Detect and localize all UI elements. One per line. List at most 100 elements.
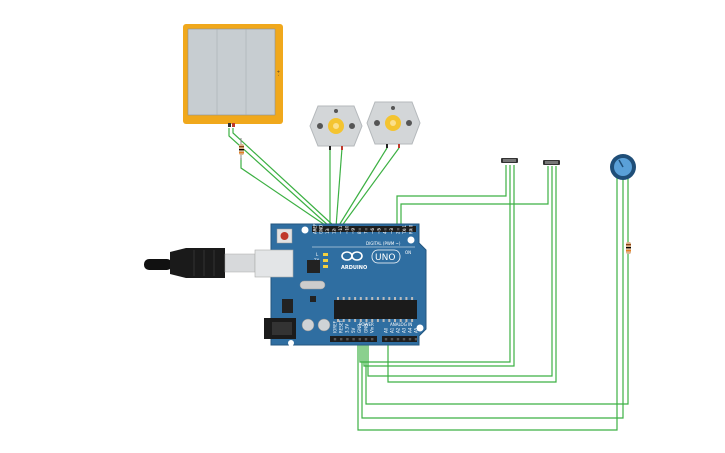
pin-label: TX 1: [402, 225, 407, 235]
led-tx: [323, 259, 328, 262]
chip-leg: [359, 319, 362, 322]
atmega-chip: [334, 300, 417, 319]
header-pin[interactable]: [345, 228, 349, 231]
pin-label: ~10: [344, 225, 349, 234]
header-pin[interactable]: [377, 228, 381, 231]
wire-motor-r2[interactable]: [340, 147, 400, 228]
photoresistor-left[interactable]: [501, 158, 518, 163]
reset-button-cap[interactable]: [280, 232, 289, 240]
solar-terminal[interactable]: [228, 123, 231, 127]
dc-motor-left[interactable]: [309, 105, 363, 150]
usb-b-port[interactable]: [254, 249, 294, 278]
motor-screw: [317, 123, 323, 129]
header-pin[interactable]: [402, 338, 406, 341]
chip-leg: [348, 319, 351, 322]
chip-leg: [394, 297, 396, 300]
header-pin[interactable]: [371, 338, 374, 341]
chip-leg: [365, 319, 368, 322]
wire-ldr-left-a[interactable]: [396, 165, 507, 227]
header-pin[interactable]: [340, 338, 343, 341]
digital-header[interactable]: [312, 226, 416, 232]
header-pin[interactable]: [365, 228, 368, 231]
wire-motor-r1[interactable]: [337, 147, 388, 228]
header-pin[interactable]: [358, 228, 361, 231]
motor-terminal[interactable]: [386, 144, 388, 148]
header-pin[interactable]: [396, 338, 400, 341]
power-label: POWER: [359, 322, 374, 327]
motor-screw: [391, 106, 395, 110]
header-pin[interactable]: [390, 228, 393, 231]
chip-leg: [354, 319, 357, 322]
motor-terminal[interactable]: [329, 146, 331, 150]
header-pin[interactable]: [409, 228, 413, 231]
mounting-hole: [301, 226, 309, 234]
header-pin[interactable]: [313, 228, 317, 231]
header-pin[interactable]: [414, 338, 418, 341]
header-pin[interactable]: [384, 338, 388, 341]
pin-label: ~5: [376, 228, 381, 234]
pin-label: RESET: [339, 320, 344, 333]
header-pin[interactable]: [333, 228, 336, 231]
wire-motor-l2[interactable]: [335, 147, 343, 228]
header-pin[interactable]: [403, 228, 406, 231]
solar-panel-terminal-label: + -: [276, 70, 281, 77]
motor-shaft: [333, 123, 339, 129]
pin-label: 5V: [351, 327, 356, 333]
chip-leg: [376, 297, 379, 300]
chip-leg: [348, 297, 351, 300]
header-pin[interactable]: [397, 228, 400, 231]
pin-label: GND: [363, 324, 368, 333]
header-pin[interactable]: [384, 228, 387, 231]
wire-resistor[interactable]: [240, 158, 329, 228]
chip-leg: [337, 297, 339, 300]
resistor-solar[interactable]: [239, 138, 244, 160]
dc-motor-right[interactable]: [366, 101, 421, 148]
wire-solar-2[interactable]: [232, 128, 336, 228]
pin-label: A5: [413, 327, 418, 333]
small-ic: [310, 296, 316, 302]
header-pin[interactable]: [390, 338, 394, 341]
motor-terminal[interactable]: [341, 146, 343, 150]
wire-ldr-left-b[interactable]: [359, 165, 511, 363]
resistor-pot[interactable]: [626, 242, 631, 254]
header-pin[interactable]: [333, 338, 337, 341]
wire-ldr-right-c[interactable]: [387, 166, 557, 383]
solar-panel[interactable]: + -: [183, 24, 283, 127]
header-pin[interactable]: [364, 338, 368, 341]
pin-label: ~11: [338, 225, 343, 234]
model-label: UNO: [375, 253, 395, 263]
analog-header[interactable]: [382, 336, 417, 342]
wire-ldr-left-c[interactable]: [363, 165, 515, 367]
chip-leg: [399, 297, 402, 300]
potentiometer[interactable]: [610, 154, 636, 180]
motor-screw: [374, 120, 380, 126]
header-pin[interactable]: [346, 338, 349, 341]
wire-ldr-right-a[interactable]: [400, 166, 549, 227]
wire-ldr-right-b[interactable]: [367, 166, 553, 377]
header-pin[interactable]: [358, 338, 361, 341]
capacitor: [317, 318, 331, 332]
arduino-logo: ARDUINO: [341, 251, 367, 271]
motor-terminal[interactable]: [398, 144, 400, 148]
wire-solar-1[interactable]: [228, 128, 331, 228]
header-pin[interactable]: [371, 228, 374, 231]
capacitor: [301, 318, 315, 332]
pin-label: A4: [407, 327, 412, 333]
header-pin[interactable]: [326, 228, 329, 231]
header-pin[interactable]: [352, 338, 355, 341]
wire-pot-c[interactable]: [365, 178, 629, 405]
pin-label: 12: [332, 228, 337, 234]
usb-cable[interactable]: [144, 248, 256, 278]
photoresistor-right[interactable]: [543, 160, 560, 165]
resistor-band: [239, 152, 244, 154]
wire-pot-b[interactable]: [361, 178, 624, 419]
header-pin[interactable]: [408, 338, 412, 341]
chip-leg: [342, 319, 345, 322]
header-pin[interactable]: [352, 228, 355, 231]
wire-pot-a[interactable]: [357, 178, 618, 431]
header-pin[interactable]: [339, 228, 342, 231]
solar-terminal[interactable]: [232, 123, 235, 127]
header-pin[interactable]: [320, 228, 323, 231]
